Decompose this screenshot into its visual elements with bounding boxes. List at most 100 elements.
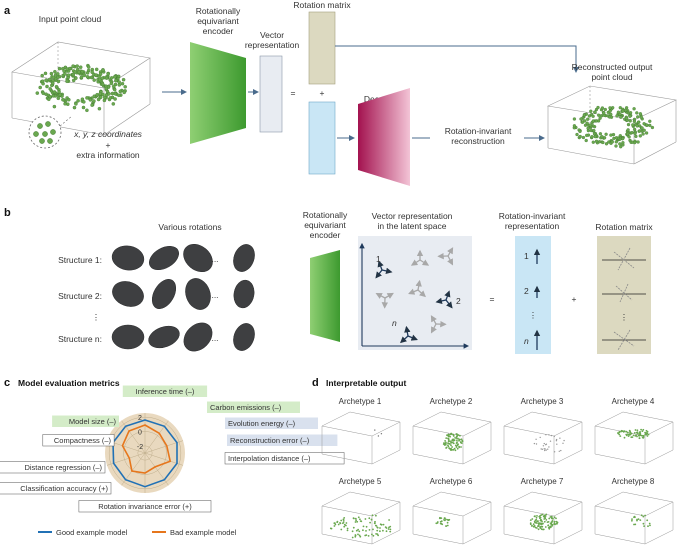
cloud-point — [92, 99, 96, 103]
archetype-point — [461, 440, 464, 443]
archetype-point — [454, 437, 456, 439]
structure-label-2: Structure 2: — [58, 291, 102, 301]
archetype-3: Archetype 3 — [503, 397, 583, 465]
archetype-point — [446, 434, 448, 437]
archetype-point — [630, 436, 633, 439]
structure-blob — [233, 244, 255, 272]
archetype-point — [439, 516, 441, 519]
latent-vector-n-label: n — [392, 318, 397, 328]
cloud-point — [632, 127, 637, 132]
coords-label: x, y, z coordinates — [73, 129, 143, 139]
archetype-point — [447, 444, 449, 447]
panel-d-title: Interpretable output — [326, 378, 406, 388]
cloud-point — [97, 106, 102, 111]
archetype-point — [456, 439, 458, 442]
cloud-point — [52, 90, 57, 94]
cloud-point — [112, 87, 117, 92]
archetype-point — [370, 518, 373, 521]
archetype-point — [625, 430, 628, 433]
archetype-point — [536, 515, 538, 517]
archetype-point — [450, 432, 453, 435]
latent-triad-arrow — [410, 259, 421, 266]
archetype-point — [451, 446, 453, 448]
cloud-point — [47, 97, 51, 102]
archetype-point — [443, 517, 446, 519]
panel-d-letter: d — [312, 377, 319, 389]
cloud-point — [111, 84, 116, 89]
cloud-point — [635, 124, 639, 128]
latent-triad — [408, 279, 426, 298]
archetype-point — [449, 435, 451, 438]
cloud-point — [111, 102, 116, 106]
cloud-point — [79, 75, 84, 80]
cloud-point — [114, 78, 118, 83]
archetype-point — [529, 523, 532, 526]
latent-triad-arrow — [447, 247, 454, 257]
cloud-point — [579, 117, 583, 121]
archetype-point — [343, 517, 346, 519]
archetype-point — [367, 535, 370, 537]
encoder-b-line2: equivariant — [304, 220, 346, 230]
latent-vector-1-label: 1 — [376, 254, 381, 264]
encoder-b-line1: Rotationally — [303, 210, 348, 220]
archetype-point — [371, 533, 373, 536]
cloud-point — [642, 128, 646, 132]
cloud-point — [584, 138, 588, 143]
latent-triad-arrow — [407, 334, 418, 341]
cloud-point — [630, 140, 635, 144]
cloud-point — [581, 135, 586, 140]
archetype-point — [545, 444, 547, 446]
cloud-point — [635, 111, 639, 115]
archetype-point — [535, 443, 538, 445]
archetype-point — [389, 530, 392, 533]
archetype-point — [460, 446, 462, 448]
metric-label: Model size (–) — [69, 417, 117, 426]
cloud-point — [627, 135, 631, 139]
cloud-point — [650, 125, 655, 130]
cloud-point — [600, 106, 605, 110]
archetype-point — [555, 438, 558, 441]
archetype-point — [644, 433, 647, 436]
archetype-point — [446, 518, 449, 521]
archetype-point — [555, 520, 558, 523]
archetype-point — [646, 435, 649, 437]
archetype-point — [371, 514, 374, 517]
archetype-point — [550, 523, 553, 526]
archetype-point — [540, 528, 543, 531]
archetype-point — [533, 442, 536, 445]
latent-triad — [375, 260, 393, 279]
invariant-b-box — [515, 236, 551, 354]
coords-plus: + — [106, 140, 111, 150]
archetype-point — [638, 431, 641, 434]
archetype-point — [550, 515, 553, 518]
structure-label-dots: ⋮ — [92, 312, 101, 322]
archetype-box — [503, 411, 583, 465]
archetype-point — [446, 521, 449, 524]
archetype-point — [535, 516, 538, 519]
archetype-point — [354, 521, 357, 523]
vector-label-line1: Vector — [260, 30, 284, 40]
archetype-point — [539, 526, 542, 528]
latent-triad-arrow — [381, 297, 389, 309]
archetype-point — [544, 526, 547, 528]
latent-triad-arrow — [437, 252, 449, 260]
latent-triad-arrow — [375, 269, 383, 279]
archetype-point — [455, 435, 458, 438]
structure-blob — [233, 323, 255, 351]
cloud-point — [76, 99, 80, 103]
archetype-point — [628, 429, 631, 432]
archetype-point — [560, 449, 562, 452]
archetype-point — [375, 525, 378, 527]
cloud-point — [638, 112, 643, 116]
cloud-point — [624, 116, 629, 120]
archetype-point — [337, 523, 340, 526]
cloud-point — [120, 81, 125, 86]
archetype-point — [642, 434, 645, 437]
archetype-point — [458, 446, 461, 449]
metric-tag-box — [225, 417, 318, 429]
panel-a-letter: a — [4, 5, 11, 17]
metric-label: Compactness (–) — [54, 436, 112, 445]
archetype-point — [543, 518, 546, 520]
structure-blob — [185, 278, 211, 310]
